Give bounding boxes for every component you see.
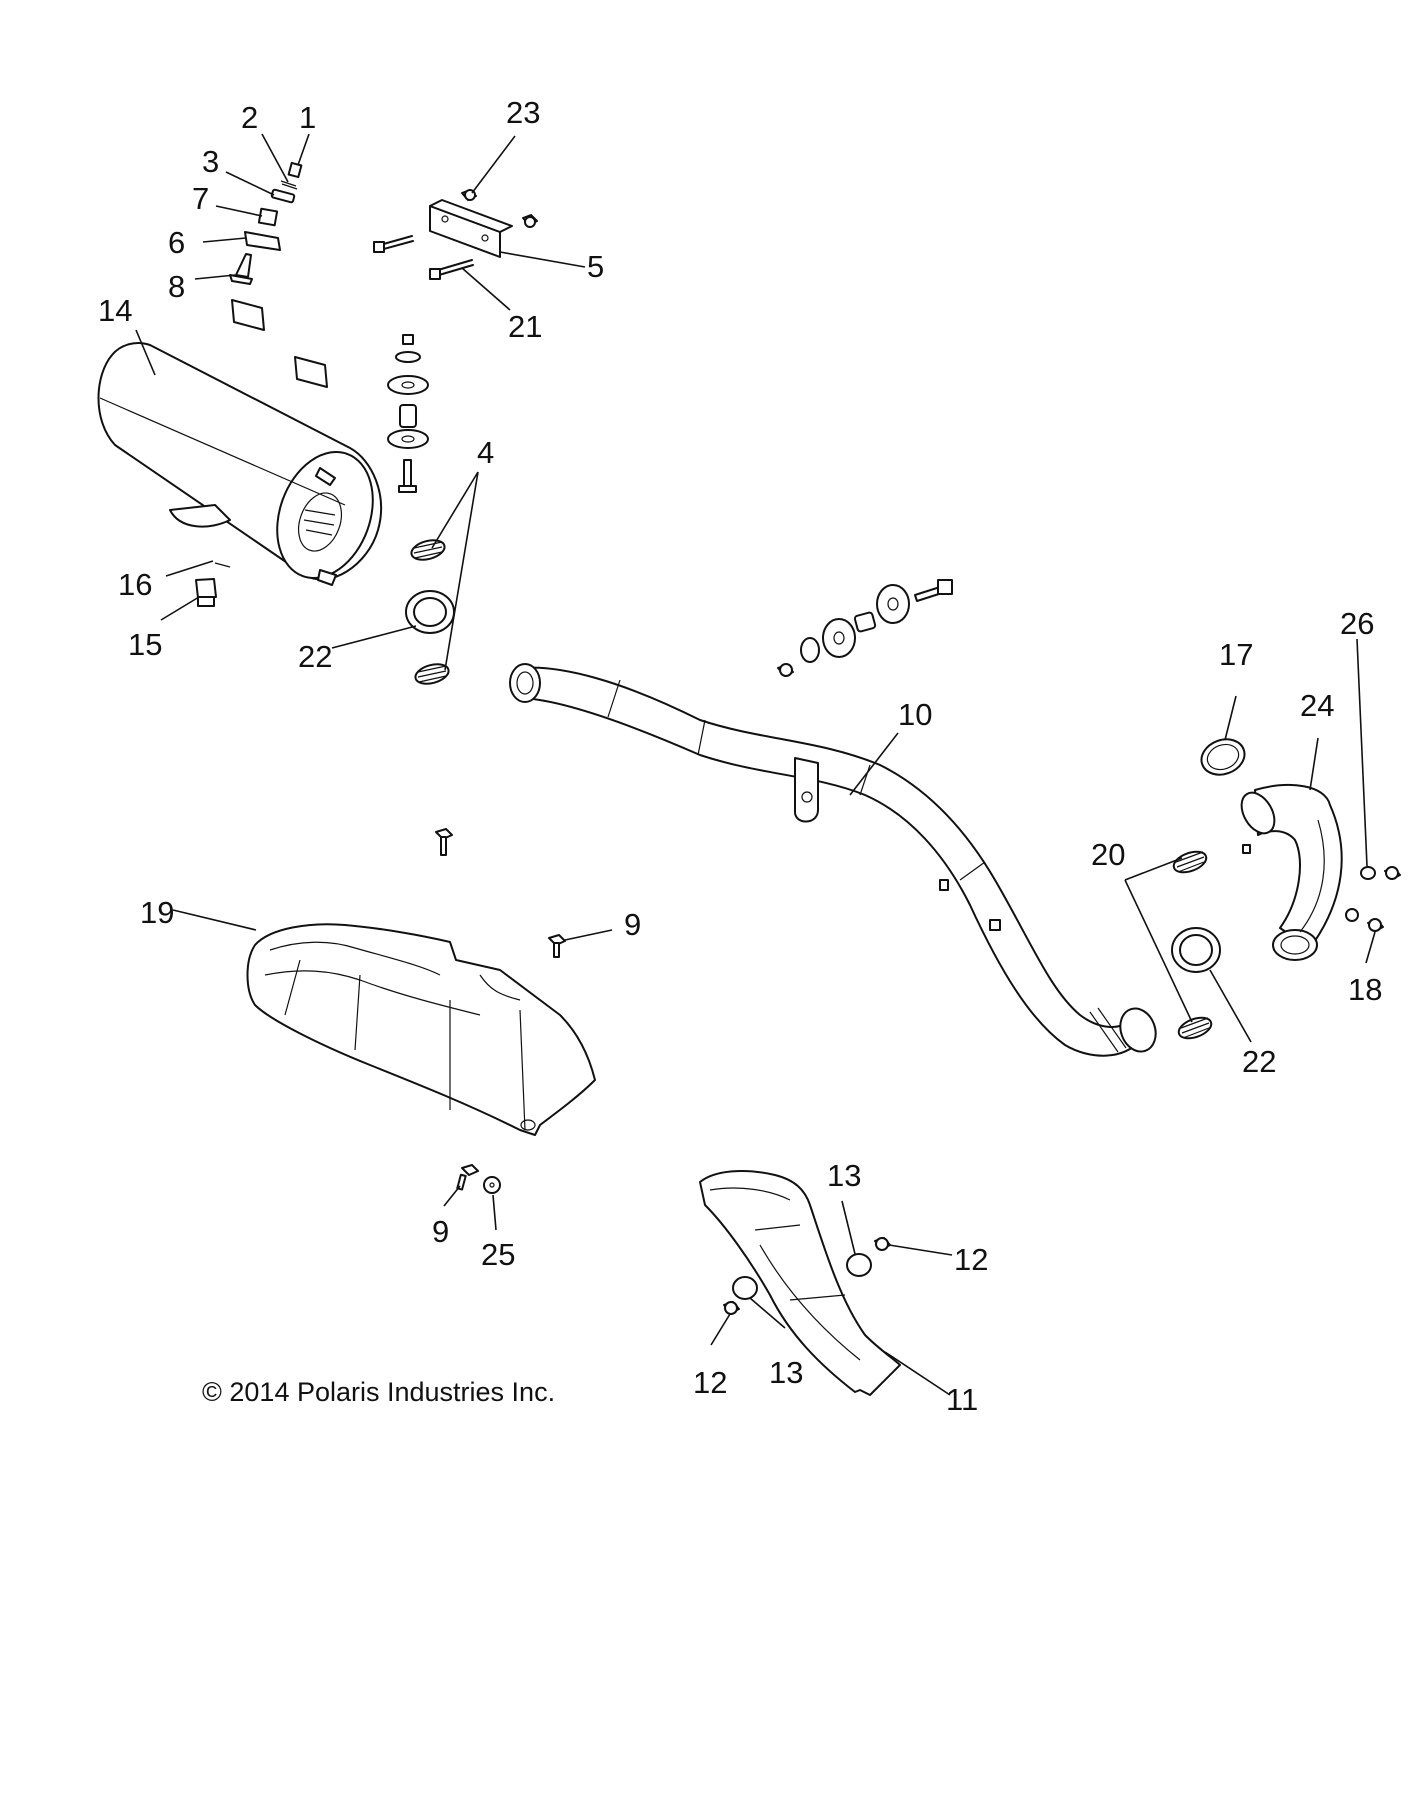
callout-22-left: 22 — [298, 639, 332, 674]
callout-6: 6 — [168, 225, 185, 260]
callout-3: 3 — [202, 144, 219, 179]
callout-12-left: 12 — [693, 1365, 727, 1400]
callout-21: 21 — [508, 309, 542, 344]
elbow-hardware — [1345, 866, 1401, 932]
callout-8: 8 — [168, 269, 185, 304]
callout-9-lower: 9 — [432, 1214, 449, 1249]
callout-15: 15 — [128, 627, 162, 662]
callout-labels: 1 2 3 7 6 8 23 5 21 14 4 16 15 22 10 17 … — [98, 95, 1382, 1417]
callout-2: 2 — [241, 100, 258, 135]
callout-14: 14 — [98, 293, 132, 328]
callout-10: 10 — [898, 697, 932, 732]
mount-stack — [387, 334, 429, 493]
callout-16: 16 — [118, 567, 152, 602]
small-shield-hardware — [723, 1237, 891, 1315]
leader-lines — [135, 133, 1376, 1396]
muffler-plug-hardware — [195, 562, 231, 607]
callout-4: 4 — [477, 435, 494, 470]
gasket-left — [405, 590, 455, 634]
gasket-right — [1171, 927, 1221, 973]
elbow-pipe — [1240, 784, 1343, 961]
callout-18: 18 — [1348, 972, 1382, 1007]
spring-right-upper — [1172, 850, 1208, 874]
bracket-assembly — [373, 189, 538, 280]
heat-shield-large — [246, 923, 596, 1136]
pipe-mount-hardware — [777, 579, 953, 677]
callout-12-right: 12 — [954, 1242, 988, 1277]
spring-upper — [410, 539, 446, 561]
callout-19: 19 — [140, 895, 174, 930]
callout-9-upper: 9 — [624, 907, 641, 942]
hardware-stack-top-left — [229, 161, 303, 285]
muffler — [97, 299, 383, 586]
callout-26: 26 — [1340, 606, 1374, 641]
callout-11: 11 — [946, 1382, 978, 1417]
callout-13-lower: 13 — [769, 1355, 803, 1390]
heat-shield-small — [699, 1170, 901, 1396]
spring-lower — [414, 663, 450, 685]
callout-13-upper: 13 — [827, 1158, 861, 1193]
callout-7: 7 — [192, 181, 209, 216]
head-pipe — [509, 663, 1157, 1057]
callout-17: 17 — [1219, 637, 1253, 672]
callout-1: 1 — [299, 100, 316, 135]
shield-screws — [435, 828, 566, 1194]
callout-24: 24 — [1300, 688, 1334, 723]
callout-23: 23 — [506, 95, 540, 130]
callout-20: 20 — [1091, 837, 1125, 872]
callout-22-right: 22 — [1242, 1044, 1276, 1079]
callout-5: 5 — [587, 249, 604, 284]
callout-25: 25 — [481, 1237, 515, 1272]
exhaust-ring — [1200, 738, 1246, 776]
spring-right-lower — [1177, 1016, 1213, 1040]
copyright-notice: © 2014 Polaris Industries Inc. — [202, 1377, 555, 1407]
